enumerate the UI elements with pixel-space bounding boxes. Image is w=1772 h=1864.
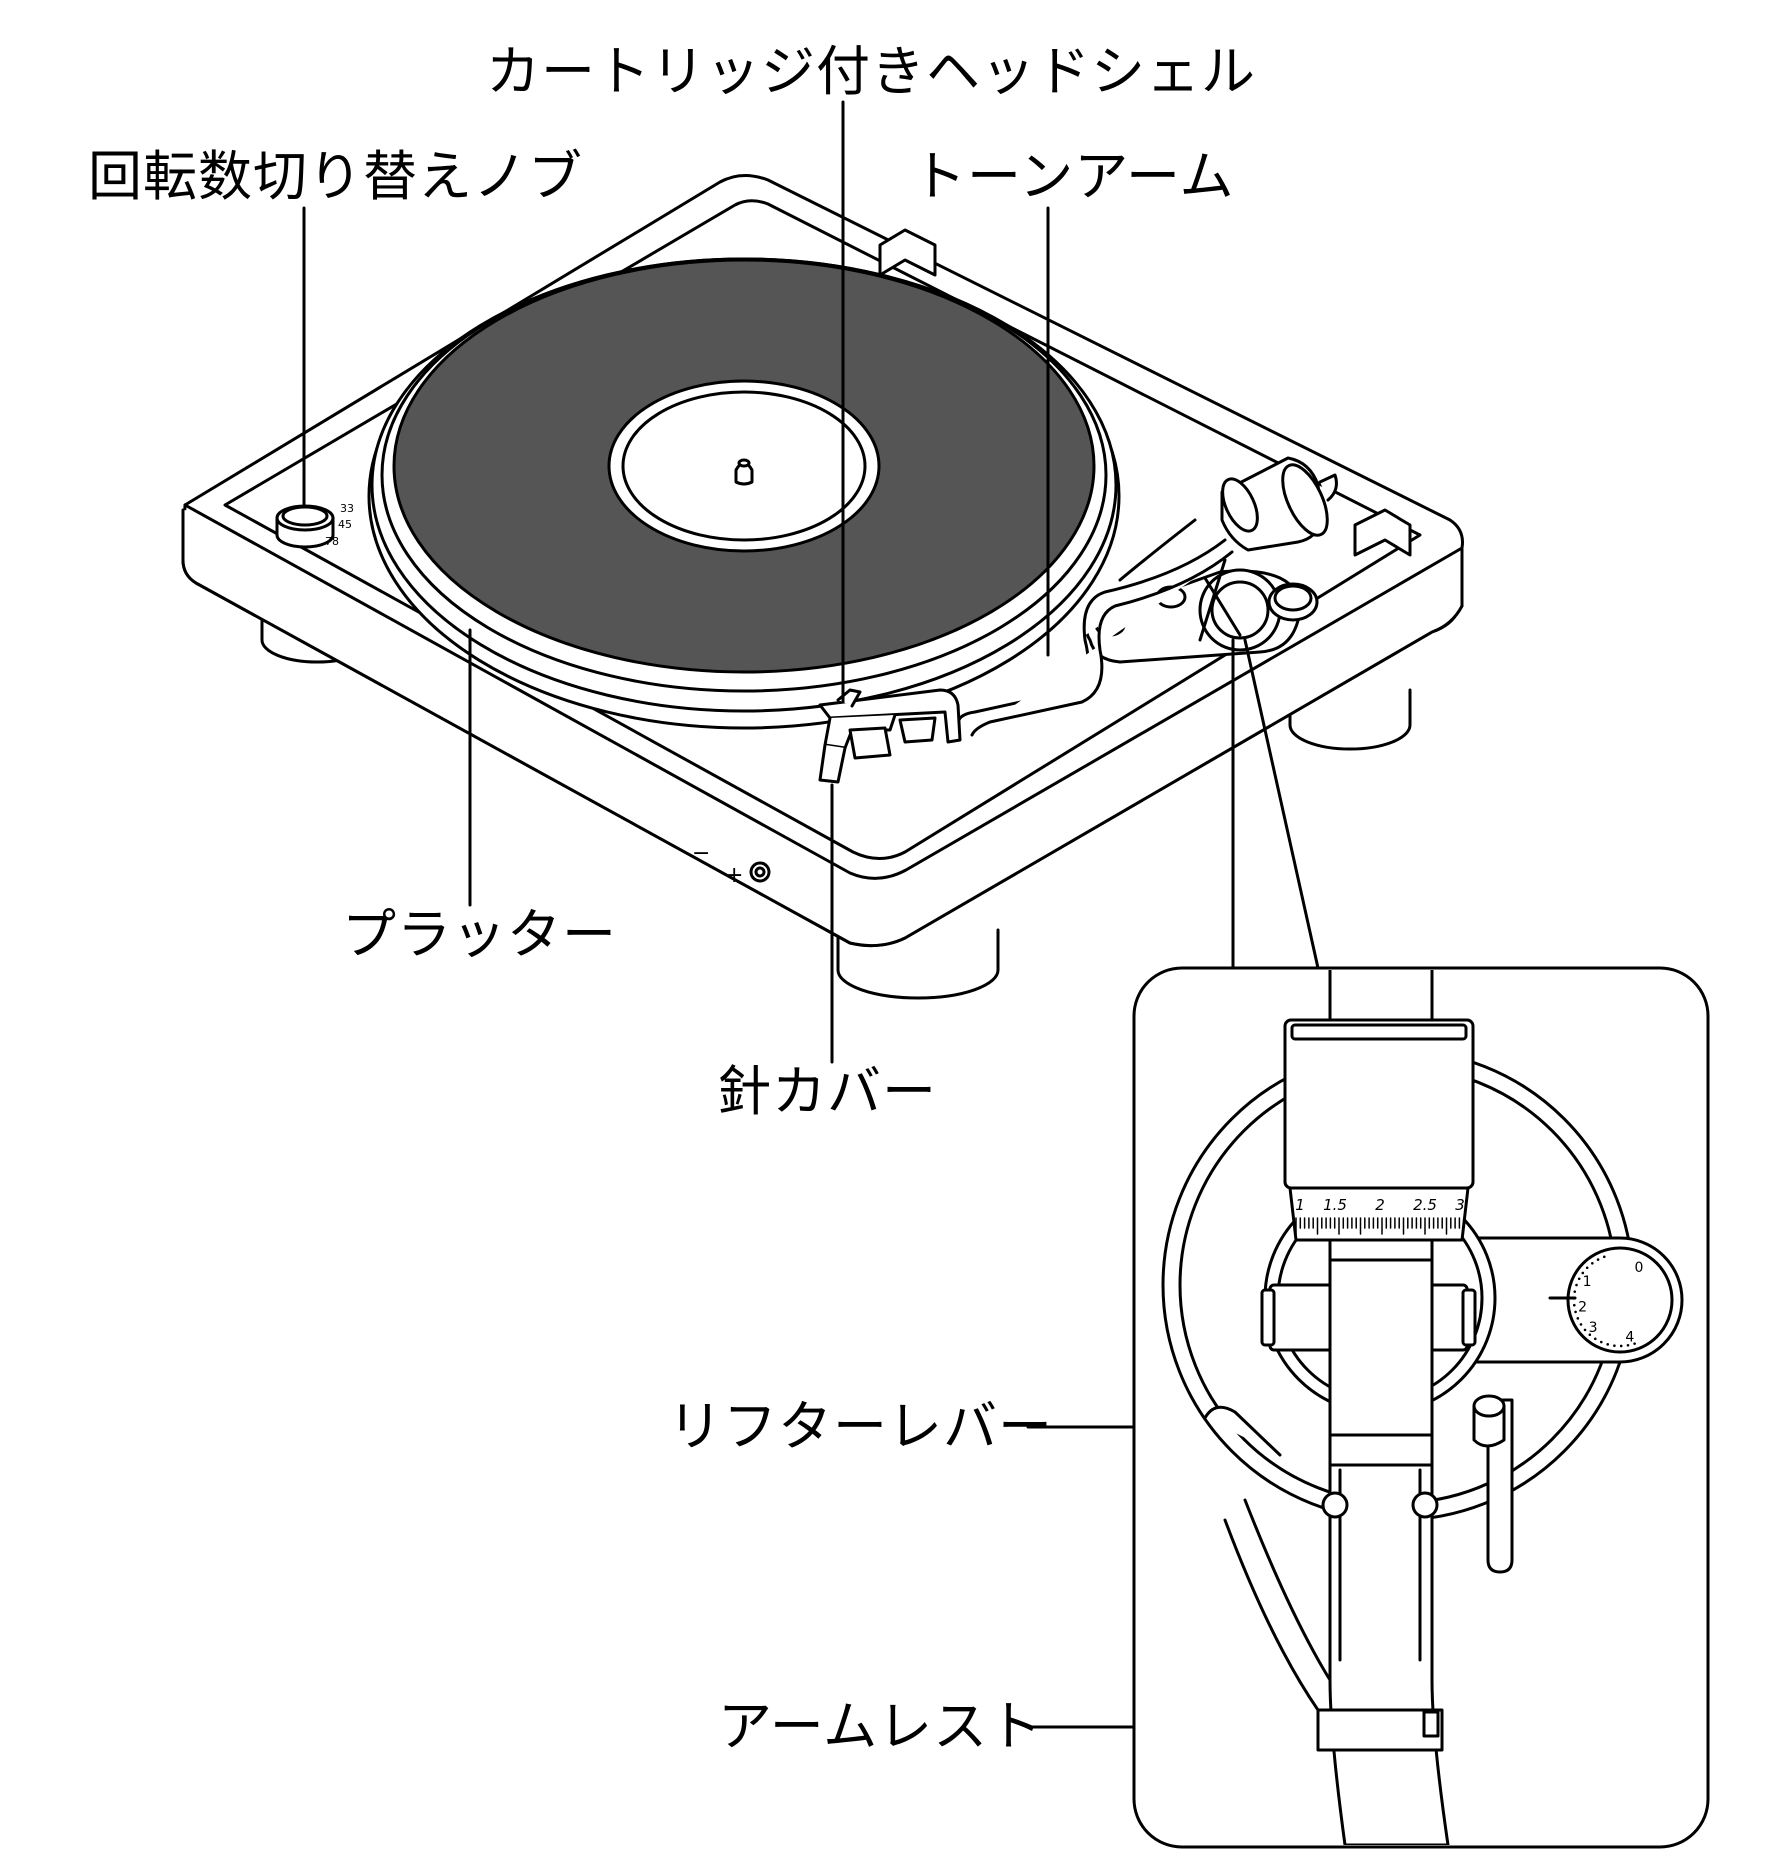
headshell-label: カートリッジ付きヘッドシェル [486, 40, 1256, 103]
antiskate-tick [1596, 1258, 1600, 1261]
antiskate-tick [1633, 1342, 1636, 1345]
antiskate-tick [1581, 1271, 1585, 1275]
speed-knob [275, 504, 335, 549]
printed-marks: 33 45 78 − + [325, 502, 743, 888]
platter [367, 257, 1121, 730]
antiskate-tick [1579, 1323, 1583, 1326]
antiskate-tick [1574, 1310, 1577, 1314]
antiskate-tick [1572, 1303, 1576, 1307]
antiskate-tick [1583, 1328, 1587, 1332]
knob-mark: 45 [338, 518, 352, 531]
antiskate-tick [1591, 1261, 1594, 1265]
antiskate-tick [1602, 1255, 1606, 1259]
counterweight-scale-label: 1.5 [1323, 1196, 1347, 1214]
antiskate-tick [1585, 1266, 1589, 1270]
tonearm-label: トーンアーム [912, 145, 1235, 208]
counterweight-scale-label: 3 [1455, 1196, 1465, 1214]
knob-mark: 78 [325, 535, 339, 548]
antiskate-scale-label: 2 [1578, 1300, 1587, 1316]
output-jack [749, 861, 771, 883]
counterweight-scale-label: 2.5 [1413, 1196, 1437, 1214]
antiskate-tick [1575, 1283, 1578, 1287]
antiskate-scale-label: 0 [1635, 1260, 1644, 1276]
antiskate-tick [1573, 1290, 1577, 1293]
antiskate-tick [1577, 1277, 1581, 1281]
antiskate-scale-label: 4 [1625, 1330, 1634, 1346]
counterweight-scale-label: 2 [1375, 1196, 1385, 1214]
counterweight-scale-label: 1 [1295, 1196, 1305, 1214]
antiskate-scale-label: 1 [1583, 1274, 1592, 1290]
lifter-lever-label: リフターレバー [668, 1395, 1053, 1458]
antiskate-tick [1576, 1317, 1580, 1320]
arm-rest-label: アームレスト [718, 1695, 1044, 1758]
antiskate-tick [1606, 1343, 1610, 1346]
tonearm-assembly [818, 456, 1338, 784]
antiskate-tick [1593, 1337, 1597, 1341]
antiskate-tick [1588, 1333, 1592, 1337]
antiskate-tick [1626, 1344, 1630, 1347]
jack-plus: + [725, 863, 743, 888]
counterweight-scale: 1 1.5 2 2.5 3 [1295, 1196, 1465, 1235]
platter-label: プラッター [342, 903, 617, 966]
jack-minus: − [692, 841, 710, 866]
antiskate-tick [1599, 1340, 1603, 1344]
knob-mark: 33 [340, 502, 354, 515]
speed-knob-label: 回転数切り替えノブ [88, 145, 583, 208]
stylus-cover-label: 針カバー [717, 1060, 937, 1123]
antiskate-scale-label: 3 [1589, 1320, 1598, 1336]
antiskate-tick [1619, 1344, 1623, 1348]
antiskate-tick [1613, 1344, 1616, 1347]
